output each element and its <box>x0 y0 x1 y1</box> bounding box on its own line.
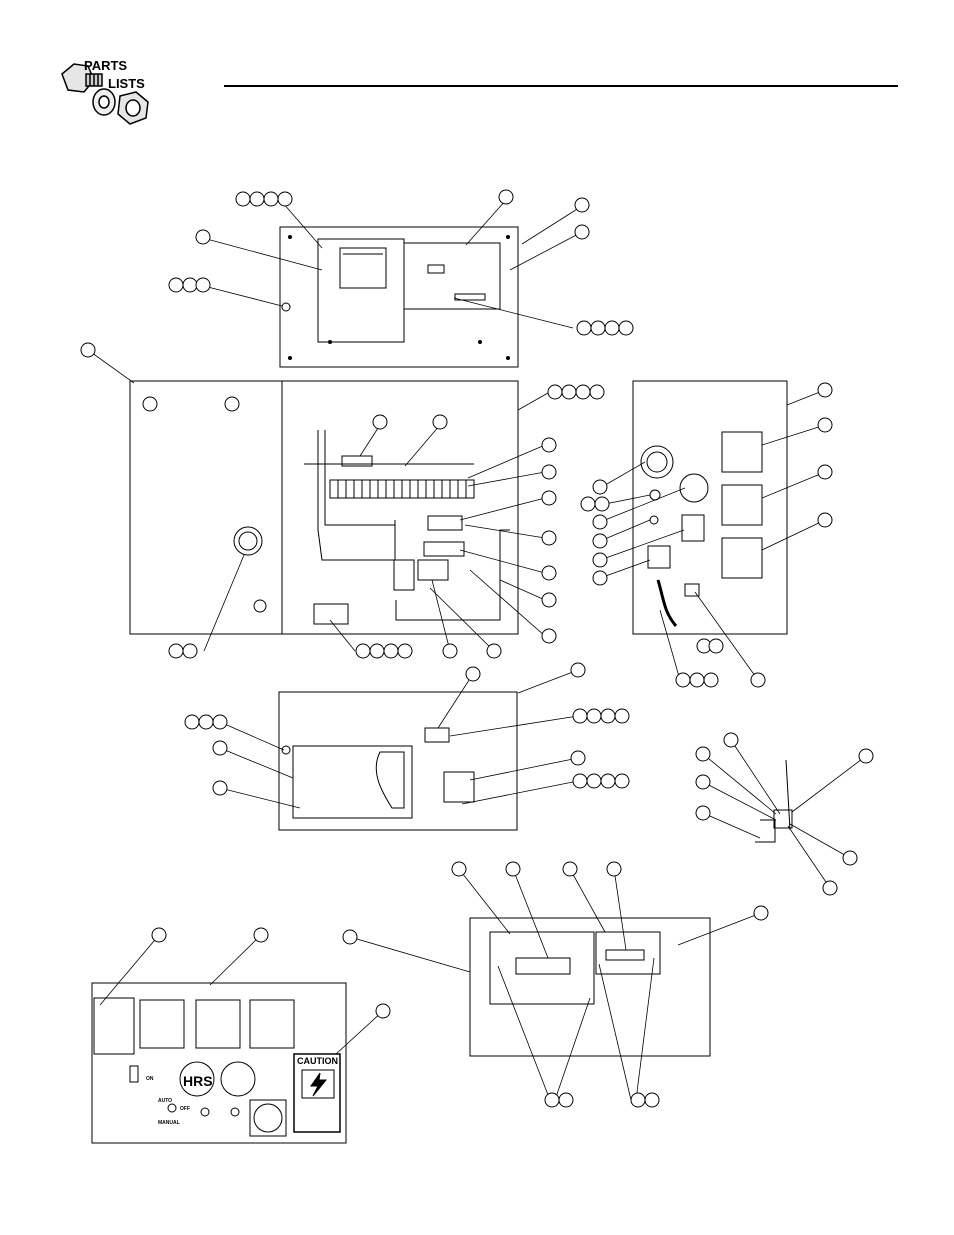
rotary-switch[interactable] <box>250 1100 286 1136</box>
breaker-round-icon <box>641 446 673 478</box>
parts-lists-logo: PARTS LISTS <box>62 58 148 124</box>
caution-label: CAUTION <box>297 1056 338 1066</box>
main-control-panel <box>130 381 518 634</box>
hour-meter-label: HRS <box>183 1073 213 1089</box>
push-to-reset[interactable] <box>231 1108 239 1116</box>
right-side-panel <box>633 381 787 634</box>
switch-label-on: ON <box>146 1076 154 1082</box>
switch-label-manual: MANUAL <box>158 1120 180 1126</box>
switch-label-auto: AUTO <box>158 1098 172 1104</box>
front-control-panel: HRS ON AUTO OFF MANUAL CAUTION <box>92 983 346 1143</box>
indicator-gauge <box>221 1062 255 1096</box>
terminal-screws <box>338 480 466 498</box>
connector-receptacle-icon <box>234 527 262 555</box>
bolt-washer-nut-icon <box>62 64 148 124</box>
switch-label-off: OFF <box>180 1106 190 1112</box>
callout-balloons <box>81 190 873 1107</box>
callout-leader-lines <box>88 200 866 1100</box>
logo-word-lists: LISTS <box>108 76 145 91</box>
lower-mounting-panel <box>279 692 517 830</box>
lightning-bolt-icon <box>311 1073 326 1096</box>
fault-indicator <box>201 1108 209 1116</box>
top-mounting-panel <box>280 227 518 367</box>
logo-word-parts: PARTS <box>84 58 127 73</box>
grommet-icon <box>282 303 290 311</box>
auto-off-manual-switch[interactable] <box>168 1104 176 1112</box>
caution-decal: CAUTION <box>294 1054 340 1132</box>
